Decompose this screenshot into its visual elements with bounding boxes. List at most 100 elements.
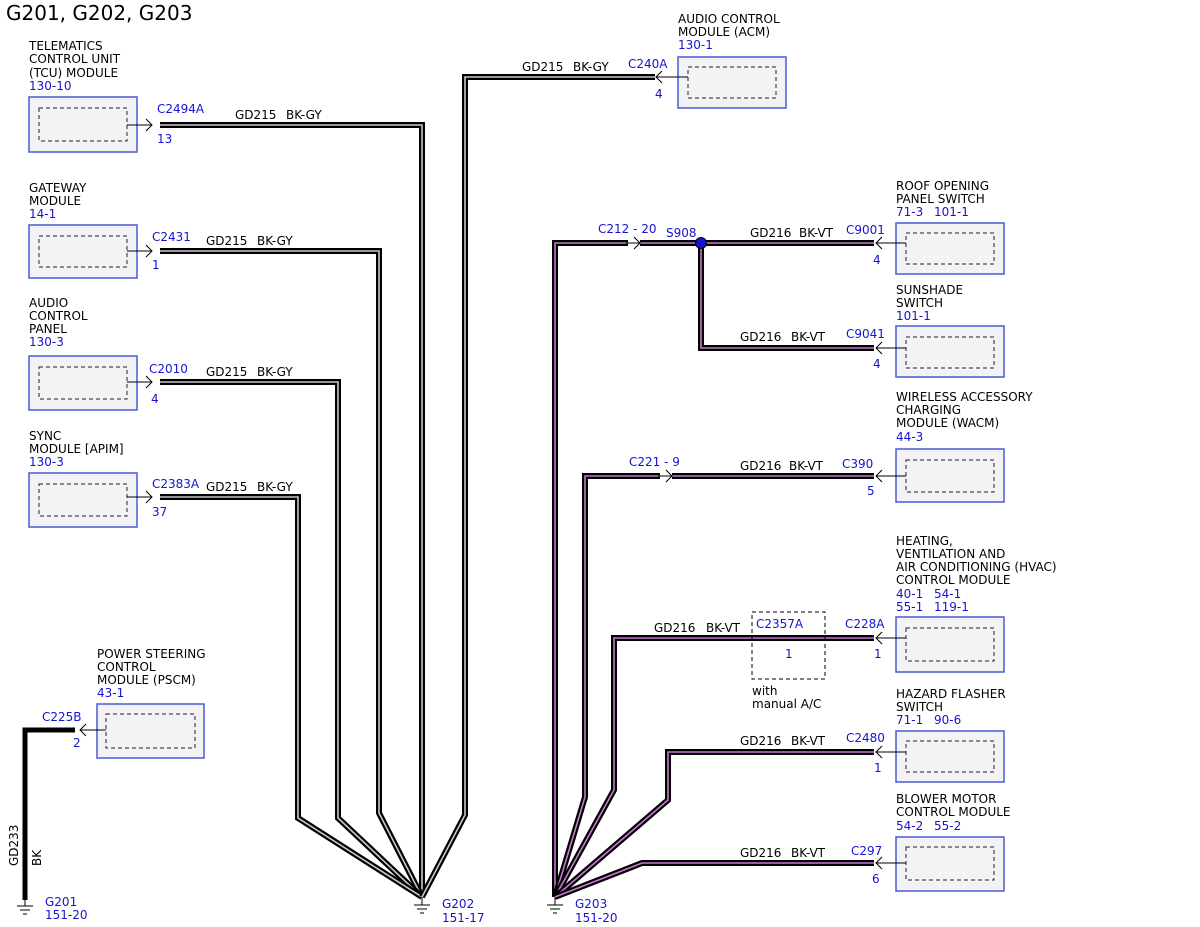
hazard-box: [895, 730, 1005, 783]
gwm-circuit-name: GD215: [206, 234, 247, 248]
c228a-id: C228A: [845, 617, 885, 631]
sync-name-line1: SYNC: [29, 429, 61, 443]
blower-name-line2: CONTROL MODULE: [896, 805, 1011, 819]
tcu-ref: 130-10: [29, 79, 72, 93]
c297-id: C297: [851, 844, 882, 858]
acm-name-line1: AUDIO CONTROL: [678, 12, 780, 26]
audio-control-panel: AUDIO CONTROL PANEL 130-3 C2010 4 GD215 …: [28, 296, 293, 411]
c2383a-pin: 37: [152, 505, 167, 519]
hazard-name-line1: HAZARD FLASHER: [896, 687, 1006, 701]
gd233-color: BK: [30, 849, 44, 866]
hvac-name-line3: AIR CONDITIONING (HVAC): [896, 560, 1057, 574]
blower-ref2: 55-2: [934, 819, 961, 833]
c225b-id: C225B: [42, 710, 82, 724]
wacm-module: WIRELESS ACCESSORY CHARGING MODULE (WACM…: [740, 390, 1033, 503]
tcu-name-line1: TELEMATICS: [28, 39, 103, 53]
acp-ref: 130-3: [29, 335, 64, 349]
hvac-module: HEATING, VENTILATION AND AIR CONDITIONIN…: [654, 534, 1057, 711]
pscm-module: POWER STEERING CONTROL MODULE (PSCM) 43-…: [7, 647, 206, 922]
g201-ref: 151-20: [45, 908, 88, 922]
hazard-ref2: 90-6: [934, 713, 961, 727]
sunshade-circuit-name: GD216: [740, 330, 781, 344]
blower-ref1: 54-2: [896, 819, 923, 833]
diagram-title: G201, G202, G203: [6, 1, 192, 25]
c2480-pin: 1: [874, 761, 882, 775]
roof-circuit-name: GD216: [750, 226, 791, 240]
sync-box: [28, 472, 138, 528]
hvac-ref-3: 55-1: [896, 600, 923, 614]
tcu-name-line3: (TCU) MODULE: [29, 66, 118, 80]
acm-name-line2: MODULE (ACM): [678, 25, 770, 39]
sunshade-box: [895, 325, 1005, 378]
c212-id: C212 - 20: [598, 222, 657, 236]
hvac-ref-2: 54-1: [934, 587, 961, 601]
hazard-name-line2: SWITCH: [896, 700, 943, 714]
s908-splice: S908: [666, 226, 707, 249]
hazard-ref1: 71-1: [896, 713, 923, 727]
sync-circuit-name: GD215: [206, 480, 247, 494]
c228a-pin: 1: [874, 647, 882, 661]
g202-ref: 151-17: [442, 911, 485, 925]
option-note-line2: manual A/C: [752, 697, 821, 711]
c221-id: C221 - 9: [629, 455, 680, 469]
blower-name-line1: BLOWER MOTOR: [896, 792, 996, 806]
sunshade-ref: 101-1: [896, 309, 931, 323]
wacm-ref: 44-3: [896, 430, 923, 444]
c297-pin: 6: [872, 872, 880, 886]
hazard-circuit-name: GD216: [740, 734, 781, 748]
c2431-pin: 1: [152, 258, 160, 272]
wacm-name-line3: MODULE (WACM): [896, 416, 999, 430]
c2010-pin: 4: [151, 392, 159, 406]
hazard-flasher-switch: HAZARD FLASHER SWITCH 71-1 90-6 C2480 1 …: [740, 687, 1006, 783]
acp-circuit-name: GD215: [206, 365, 247, 379]
acp-name-line1: AUDIO: [29, 296, 68, 310]
blower-circuit-name: GD216: [740, 846, 781, 860]
g202-ground: G202 151-17: [414, 897, 485, 925]
hvac-circuit-color: BK-VT: [706, 621, 741, 635]
c240a-pin: 4: [655, 87, 663, 101]
sync-name-line2: MODULE [APIM]: [29, 442, 124, 456]
c390-id: C390: [842, 457, 873, 471]
tcu-name-line2: CONTROL UNIT: [29, 52, 121, 66]
g202-id: G202: [442, 897, 474, 911]
tcu-circuit-color: BK-GY: [286, 108, 322, 122]
acm-circuit-name: GD215: [522, 60, 563, 74]
gd215-wires: [160, 74, 655, 900]
roof-ref1: 71-3: [896, 205, 923, 219]
c212-inline-connector: C212 - 20: [598, 222, 657, 250]
sunshade-name-line1: SUNSHADE: [896, 283, 963, 297]
c2383a-id: C2383A: [152, 477, 200, 491]
blower-circuit-color: BK-VT: [791, 846, 826, 860]
gateway-box: [28, 224, 138, 279]
tcu-circuit-name: GD215: [235, 108, 276, 122]
wacm-circuit-name: GD216: [740, 459, 781, 473]
pscm-box: [96, 703, 205, 759]
sync-ref: 130-3: [29, 455, 64, 469]
c2480-id: C2480: [846, 731, 885, 745]
c9041-pin: 4: [873, 357, 881, 371]
sunshade-switch: SUNSHADE SWITCH 101-1 C9041 4 GD216 BK-V…: [740, 283, 1005, 378]
c240a-id: C240A: [628, 57, 668, 71]
roof-name-line2: PANEL SWITCH: [896, 192, 985, 206]
g201-id: G201: [45, 895, 77, 909]
acp-name-line2: CONTROL: [29, 309, 88, 323]
gd216-wires: [552, 240, 874, 900]
acm-box: [677, 56, 787, 109]
acp-circuit-color: BK-GY: [257, 365, 293, 379]
c2431-id: C2431: [152, 230, 191, 244]
c221-inline-connector: C221 - 9: [629, 455, 680, 483]
acm-module: AUDIO CONTROL MODULE (ACM) 130-1 C240A 4…: [522, 12, 787, 109]
gwm-circuit-color: BK-GY: [257, 234, 293, 248]
splice-dot: [695, 237, 707, 249]
g203-id: G203: [575, 897, 607, 911]
c9041-id: C9041: [846, 327, 885, 341]
acp-box: [28, 355, 138, 411]
gateway-module: GATEWAY MODULE 14-1 C2431 1 GD215 BK-GY: [28, 181, 293, 279]
roof-box: [895, 222, 1005, 275]
blower-box: [895, 836, 1005, 892]
pscm-name-line1: POWER STEERING: [97, 647, 206, 661]
c9001-pin: 4: [873, 253, 881, 267]
pscm-name-line3: MODULE (PSCM): [97, 673, 196, 687]
roof-opening-switch: ROOF OPENING PANEL SWITCH 71-3 101-1 C90…: [750, 179, 1005, 275]
